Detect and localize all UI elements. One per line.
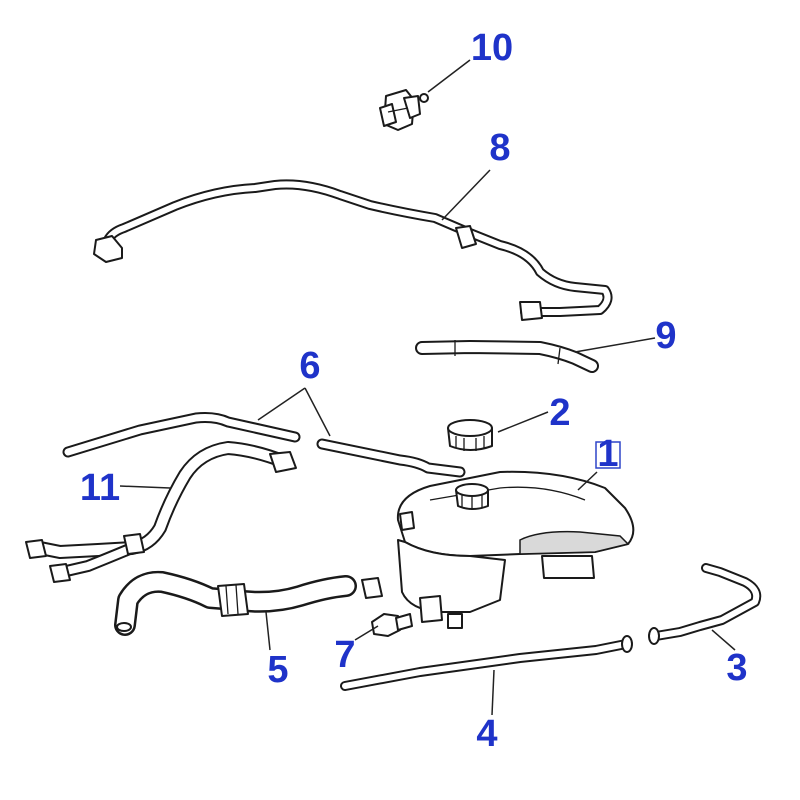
callout-box-1 xyxy=(595,441,621,469)
callout-labels: 1 2 3 4 5 6 7 8 9 10 11 xyxy=(80,27,748,755)
callout-11[interactable]: 11 xyxy=(80,467,120,509)
callout-5[interactable]: 5 xyxy=(267,649,288,691)
part-4-pipe[interactable] xyxy=(340,635,633,691)
part-7-bolt[interactable] xyxy=(371,613,413,637)
callout-6[interactable]: 6 xyxy=(299,345,320,387)
callout-1[interactable]: 1 xyxy=(597,433,618,475)
callout-7[interactable]: 7 xyxy=(334,634,355,676)
part-11-hose[interactable] xyxy=(25,441,297,583)
part-9-hose[interactable] xyxy=(415,340,599,373)
callout-9[interactable]: 9 xyxy=(655,315,676,357)
callout-2[interactable]: 2 xyxy=(549,392,570,434)
callout-4[interactable]: 4 xyxy=(476,713,497,755)
part-3-pipe[interactable] xyxy=(648,563,762,645)
part-5-hose[interactable] xyxy=(114,570,357,636)
part-1-expansion-tank[interactable] xyxy=(361,470,635,629)
callout-8[interactable]: 8 xyxy=(489,127,510,169)
callout-3[interactable]: 3 xyxy=(726,647,747,689)
leader-lines xyxy=(119,59,736,716)
callout-10[interactable]: 10 xyxy=(471,27,513,69)
part-6-pipe[interactable] xyxy=(62,412,466,478)
part-8-hose[interactable] xyxy=(93,179,613,321)
part-10-clip[interactable] xyxy=(379,89,429,131)
part-2-cap[interactable] xyxy=(447,419,493,451)
